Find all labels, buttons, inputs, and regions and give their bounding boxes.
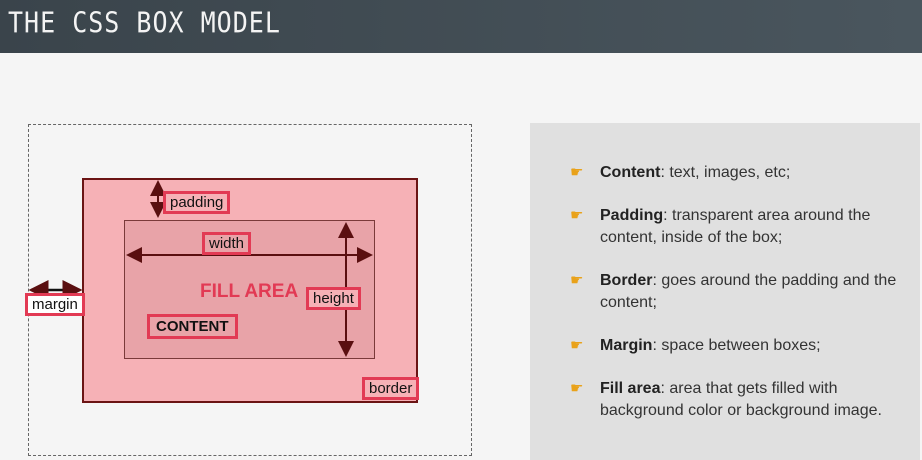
- page-title: THE CSS BOX MODEL: [8, 6, 281, 40]
- pointing-hand-icon: ☛: [570, 380, 584, 397]
- height-label: height: [306, 287, 361, 310]
- pointing-hand-icon: ☛: [570, 337, 584, 354]
- definitions-list: ☛Content: text, images, etc; ☛Padding: t…: [570, 162, 900, 443]
- definitions-panel: ☛Content: text, images, etc; ☛Padding: t…: [530, 123, 920, 460]
- definition-border: ☛Border: goes around the padding and the…: [570, 272, 897, 311]
- margin-label: margin: [25, 293, 85, 316]
- padding-label: padding: [163, 191, 231, 214]
- width-label: width: [202, 232, 252, 255]
- pointing-hand-icon: ☛: [570, 272, 584, 289]
- header-bar: THE CSS BOX MODEL: [0, 0, 922, 53]
- definition-margin: ☛Margin: space between boxes;: [570, 335, 900, 357]
- content-label: CONTENT: [147, 314, 238, 339]
- pointing-hand-icon: ☛: [570, 207, 584, 224]
- fill-area-label: FILL AREA: [200, 281, 299, 302]
- definition-padding: ☛Padding: transparent area around the co…: [570, 207, 871, 246]
- definition-fill-area: ☛Fill area: area that gets filled with b…: [570, 380, 882, 419]
- border-label: border: [362, 377, 420, 400]
- definition-content: ☛Content: text, images, etc;: [570, 162, 900, 184]
- pointing-hand-icon: ☛: [570, 164, 584, 181]
